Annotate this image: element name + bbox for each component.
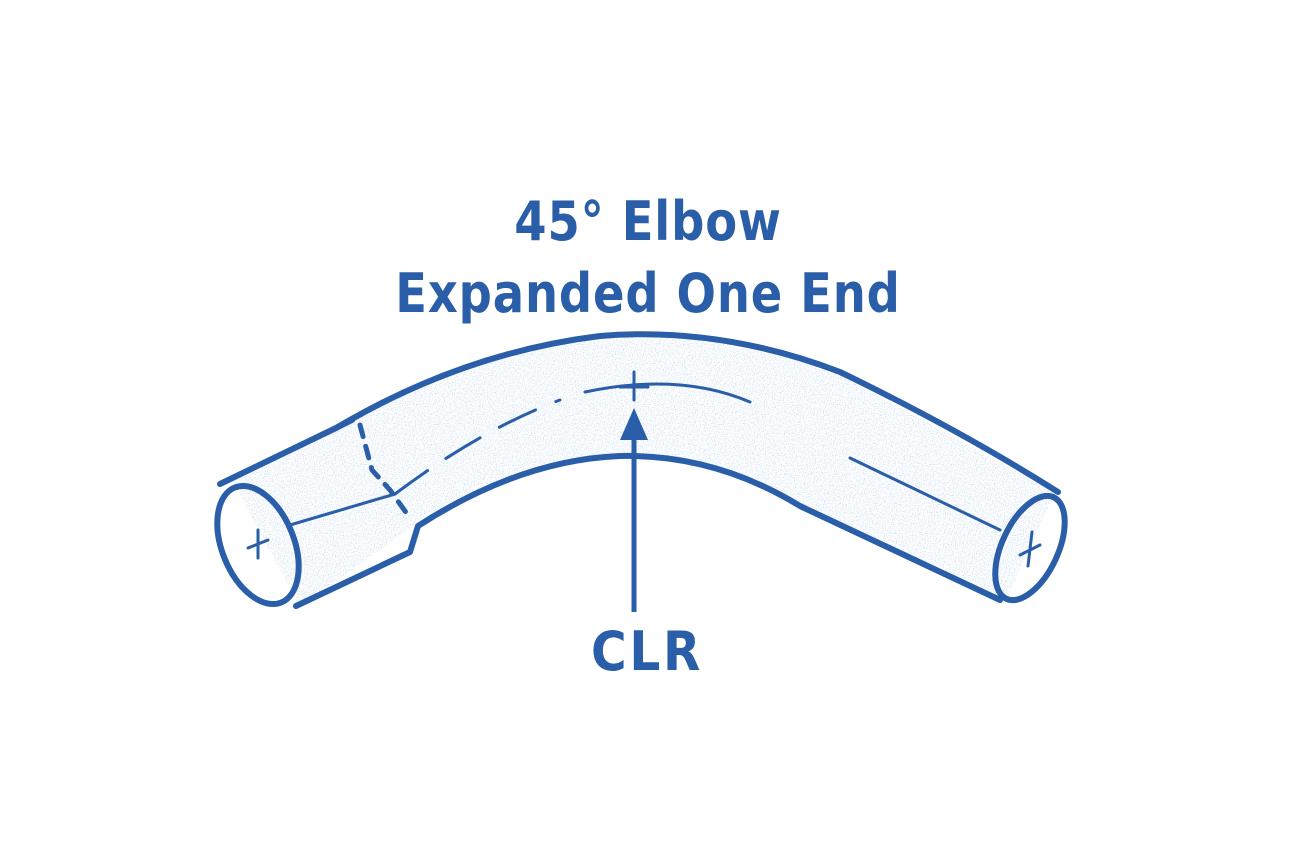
diagram-title: 45° Elbow xyxy=(514,190,782,253)
pipe-shading xyxy=(232,335,1055,608)
clr-label: CLR xyxy=(591,620,704,683)
pipe-outline xyxy=(214,331,1068,609)
diagram-subtitle: Expanded One End xyxy=(395,262,901,325)
clr-arrow xyxy=(620,408,648,612)
